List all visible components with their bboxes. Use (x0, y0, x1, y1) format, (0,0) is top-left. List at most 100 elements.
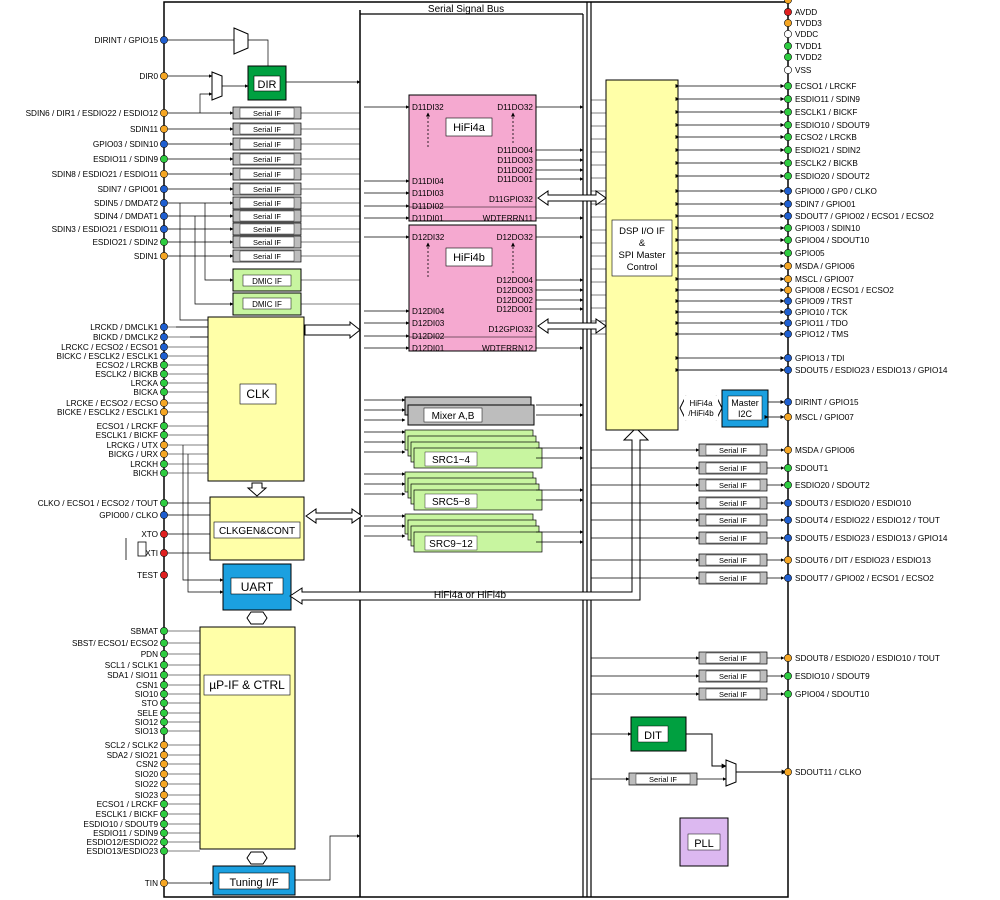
left-pin-dot (160, 441, 168, 449)
right-pin-label: MSCL / GPIO07 (795, 275, 854, 284)
dmic-if-1-label-box (242, 274, 292, 287)
right-pin-dot (784, 464, 792, 472)
utx-wire (182, 445, 224, 582)
right-pin-dot (784, 574, 792, 582)
right-pin-dot (784, 690, 792, 698)
dsp-io-label-box (611, 219, 673, 277)
dit-serial-if-label-box (635, 773, 691, 785)
hifi-port-in: D11DI04 (412, 177, 444, 186)
left-pin-label: LRCKH (130, 460, 158, 469)
right-pin-dot (784, 330, 792, 338)
left-pin-label: SDIN8 / ESDIO21 / ESDIO11 (52, 170, 159, 179)
output-serial-if-label-box (705, 497, 761, 509)
left-pin-dot (160, 499, 168, 507)
hifi4b-label-box (445, 247, 493, 267)
hifi-port-out: D12DO02 (497, 296, 534, 305)
master-i2c-label-1: Master (731, 398, 759, 408)
right-pin-dot (784, 236, 792, 244)
right-pin-dot (784, 200, 792, 208)
master-i2c-label-2: I2C (738, 409, 753, 419)
power-pin-dot (784, 30, 792, 38)
hifi-tag-2: /HiFi4b (688, 409, 714, 418)
right-pin-dot (784, 534, 792, 542)
src9-label: SRC9~12 (429, 539, 473, 550)
left-pin-dot (160, 571, 168, 579)
hifi4b-gpio-dsp-arrow (537, 318, 607, 334)
hifi-port-out: D11DO01 (497, 175, 533, 184)
left-pin-dot (160, 379, 168, 387)
input-serial-if-label-box (239, 197, 295, 209)
right-pin-dot (784, 556, 792, 564)
output-serial-if-label: Serial IF (719, 672, 747, 681)
left-pin-label: SBST/ ECSO1/ ECSO2 (72, 639, 158, 648)
right-pin-dot (784, 672, 792, 680)
right-pin-label: MSCL / GPIO07 (795, 413, 854, 422)
power-pin-dot (784, 53, 792, 61)
hifi-port-in: D12DI03 (412, 319, 445, 328)
left-pin-dot (160, 225, 168, 233)
power-pin-dot (784, 66, 792, 74)
right-pin-label: GPIO00 / GP0 / CLKO (795, 187, 877, 196)
right-pin-dot (784, 446, 792, 454)
right-pin-dot (784, 249, 792, 257)
right-pin-label: ECSO1 / LRCKF (795, 82, 856, 91)
master-i2c-label-box (727, 395, 763, 421)
urx-wire (187, 454, 224, 594)
hifi-bus-arrows (364, 99, 606, 350)
dir0-mux (211, 71, 223, 101)
hifi4a-ports: D11DI32D11DI04D11DI03D11DI02D11DI01D11DO… (409, 103, 536, 223)
left-pin-label: CSN1 (136, 681, 158, 690)
input-serial-if-label: Serial IF (253, 155, 281, 164)
output-serial-if-label-box (705, 479, 761, 491)
right-pin-dot (784, 172, 792, 180)
clk-label: CLK (246, 387, 269, 401)
dmic-if-1-label: DMIC IF (252, 277, 282, 286)
right-pin-label: ECSO2 / LRCKB (795, 133, 857, 142)
left-pin-label: LRCKD / DMCLK1 (90, 323, 158, 332)
dir-block-label: DIR (258, 79, 277, 91)
up-if-label: µP-IF & CTRL (209, 678, 285, 692)
output-serial-if-stack: Serial IF Serial IF Serial IF Serial IF Seri… (591, 443, 785, 786)
output-serial-if-label: Serial IF (719, 481, 747, 490)
serial-signal-bus-label: Serial Signal Bus (428, 4, 504, 15)
left-pin-label: XTO (141, 530, 158, 539)
output-serial-if-label: Serial IF (719, 516, 747, 525)
right-pin-dot (784, 286, 792, 294)
uart-label-box (230, 577, 284, 595)
right-pin-label: SDOUT7 / GPIO02 / ECSO1 / ECSO2 (795, 574, 934, 583)
left-pin-label: LRCKE / ECSO2 / ECSO (66, 399, 158, 408)
left-pin-label: SCL2 / SCLK2 (105, 741, 159, 750)
right-pin-dot (784, 146, 792, 154)
left-pin-label: ESCLK1 / BICKF (96, 810, 158, 819)
right-pin-dot (784, 499, 792, 507)
left-pin-label: SDIN7 / GPIO01 (97, 185, 158, 194)
left-pin-label: SDIN3 / ESDIO21 / ESDIO11 (52, 225, 159, 234)
right-pin-label: ESDIO10 / SDOUT9 (795, 672, 870, 681)
up-if-label-box (203, 674, 291, 696)
power-pin-label: TVDD2 (795, 53, 822, 62)
right-pin-label: GPIO13 / TDI (795, 354, 844, 363)
output-serial-if-label: Serial IF (719, 556, 747, 565)
left-pin-label: BICKC / ESCLK2 / ESCLK1 (57, 352, 159, 361)
left-pin-label: BICKH (133, 469, 158, 478)
left-pin-label: PDN (141, 650, 158, 659)
left-pin-dot (160, 727, 168, 735)
input-serial-if-label: Serial IF (253, 109, 281, 118)
hifi4a-label: HiFi4a (453, 122, 486, 134)
left-pin-dot (160, 388, 168, 396)
clkgen-label-box (213, 521, 301, 539)
output-serial-if-label: Serial IF (719, 446, 747, 455)
left-pin-dot (160, 718, 168, 726)
left-pin-label: TIN (145, 879, 158, 888)
right-pin-label: ESDIO11 / SDIN9 (795, 95, 860, 104)
output-serial-if-label-box (705, 462, 761, 474)
left-pin-dot (160, 829, 168, 837)
left-pin-label: SDIN6 / DIR1 / ESDIO22 / ESDIO12 (26, 109, 159, 118)
right-pin-label: SDOUT6 / DIT / ESDIO23 / ESDIO13 (795, 0, 931, 2)
left-pin-dot (160, 170, 168, 178)
left-pin-label: STO (141, 699, 158, 708)
right-pin-label: SDOUT8 / ESDIO20 / ESDIO10 / TOUT (795, 654, 940, 663)
input-serial-if-label: Serial IF (253, 140, 281, 149)
